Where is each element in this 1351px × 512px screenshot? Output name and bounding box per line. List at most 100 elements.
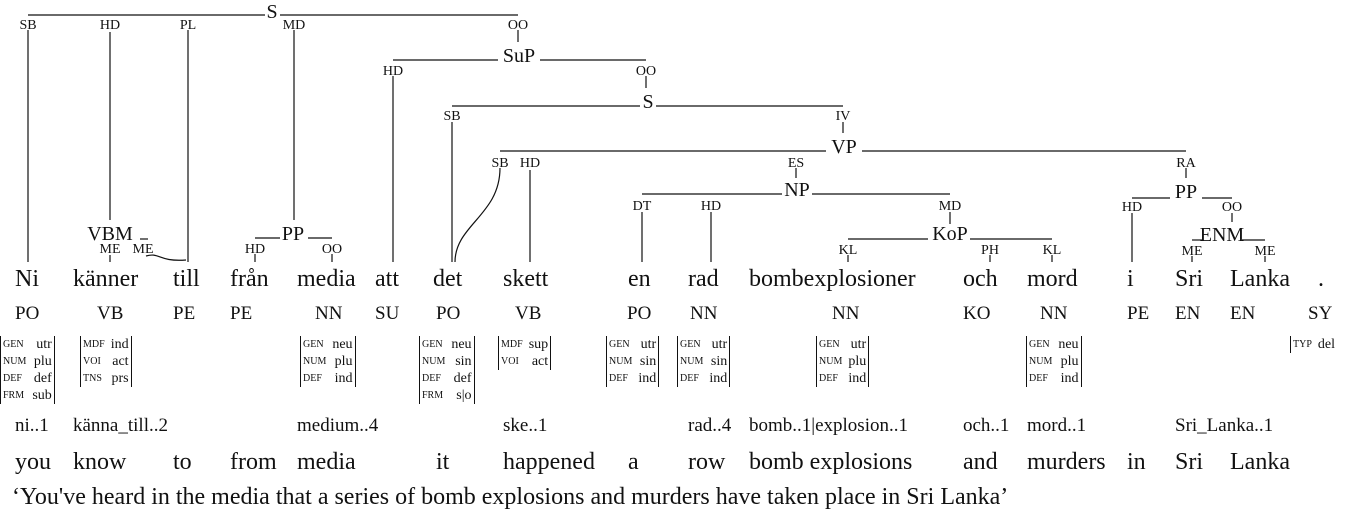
edge-label: PH bbox=[981, 243, 999, 258]
edge-label: SB bbox=[443, 109, 460, 124]
pos-tag: NN bbox=[832, 303, 860, 324]
pos-tag: VB bbox=[97, 303, 124, 324]
edge-label: KL bbox=[839, 243, 858, 258]
node-pp-ra: PP bbox=[1175, 181, 1197, 203]
edge-label: HD bbox=[383, 64, 403, 79]
edge-label: MD bbox=[939, 199, 962, 214]
edge-label: ES bbox=[788, 156, 804, 171]
gloss: from bbox=[230, 449, 277, 475]
token-word: rad bbox=[688, 266, 719, 292]
node-vp: VP bbox=[831, 136, 857, 158]
pos-tag: NN bbox=[690, 303, 718, 324]
edge-label: OO bbox=[636, 64, 656, 79]
gloss: happened bbox=[503, 449, 595, 475]
node-s-root: S bbox=[266, 1, 277, 23]
lemma: Sri_Lanka..1 bbox=[1175, 415, 1274, 436]
lemma: medium..4 bbox=[297, 415, 379, 436]
pos-tag: PO bbox=[436, 303, 461, 324]
pos-tag: PE bbox=[173, 303, 196, 324]
token-word: media bbox=[297, 266, 356, 292]
edge-label: KL bbox=[1043, 243, 1062, 258]
edge-label: IV bbox=[836, 109, 851, 124]
lemma: och..1 bbox=[963, 415, 1010, 436]
gloss: it bbox=[436, 449, 450, 475]
edge-label: HD bbox=[1122, 200, 1142, 215]
gloss: murders bbox=[1027, 449, 1106, 475]
syntax-tree: S SuP S VP NP PP KoP ENM VBM PP SB HD PL… bbox=[19, 1, 1276, 262]
node-sup: SuP bbox=[503, 45, 535, 67]
node-enm: ENM bbox=[1200, 224, 1245, 246]
token-word: i bbox=[1127, 266, 1134, 292]
lemma: rad..4 bbox=[688, 415, 732, 436]
pos-tag: KO bbox=[963, 303, 991, 324]
pos-tag: PO bbox=[627, 303, 652, 324]
token-word: skett bbox=[503, 266, 549, 292]
pos-tag: NN bbox=[315, 303, 343, 324]
token-word: att bbox=[375, 266, 399, 292]
token-word: till bbox=[173, 266, 200, 292]
edge-label: HD bbox=[701, 199, 721, 214]
token-word: Sri bbox=[1175, 266, 1204, 292]
pos-tag: PE bbox=[1127, 303, 1150, 324]
token-word: från bbox=[230, 266, 269, 292]
gloss: Sri bbox=[1175, 449, 1204, 475]
edge-label: ME bbox=[1182, 244, 1203, 259]
token-word: Ni bbox=[15, 266, 39, 292]
edge-label: HD bbox=[100, 18, 120, 33]
pos-tag: SY bbox=[1308, 303, 1333, 324]
gloss: Lanka bbox=[1230, 449, 1290, 475]
node-np: NP bbox=[784, 179, 810, 201]
edge-label: OO bbox=[508, 18, 528, 33]
gloss: know bbox=[73, 449, 127, 475]
token-word: känner bbox=[73, 266, 139, 292]
token-word: och bbox=[963, 266, 998, 292]
edge-label: SB bbox=[19, 18, 36, 33]
token-word: bombexplosioner bbox=[749, 266, 916, 292]
edge-label: HD bbox=[520, 156, 540, 171]
gloss: in bbox=[1127, 449, 1146, 475]
edge-label: OO bbox=[1222, 200, 1242, 215]
token-word: Lanka bbox=[1230, 266, 1290, 292]
gloss: to bbox=[173, 449, 192, 475]
gloss: media bbox=[297, 449, 356, 475]
gloss: bomb explosions bbox=[749, 449, 913, 475]
pos-tag: PO bbox=[15, 303, 40, 324]
lemma: känna_till..2 bbox=[73, 415, 168, 436]
edge-label: DT bbox=[633, 199, 652, 214]
token-word: . bbox=[1318, 266, 1324, 292]
node-s-embedded: S bbox=[642, 91, 653, 113]
gloss: row bbox=[688, 449, 726, 475]
free-translation: ‘You've heard in the media that a series… bbox=[12, 484, 1009, 510]
pos-tag: VB bbox=[515, 303, 542, 324]
lemma: mord..1 bbox=[1027, 415, 1087, 436]
edge-label: HD bbox=[245, 242, 265, 257]
pos-tag: SU bbox=[375, 303, 400, 324]
edge-label: SB bbox=[491, 156, 508, 171]
edge-label: OO bbox=[322, 242, 342, 257]
edge-label: PL bbox=[180, 18, 196, 33]
lemma: ske..1 bbox=[503, 415, 548, 436]
node-kop: KoP bbox=[932, 223, 968, 245]
pos-tag: EN bbox=[1230, 303, 1256, 324]
edge-label: ME bbox=[133, 242, 154, 257]
edge-label: RA bbox=[1176, 156, 1196, 171]
lemma: ni..1 bbox=[15, 415, 49, 436]
pos-tag: EN bbox=[1175, 303, 1201, 324]
node-vbm: VBM bbox=[87, 223, 133, 245]
node-pp-md: PP bbox=[282, 223, 304, 245]
token-word: det bbox=[433, 266, 463, 292]
gloss: you bbox=[15, 449, 51, 475]
lemma: bomb..1|explosion..1 bbox=[749, 415, 908, 436]
gloss: and bbox=[963, 449, 998, 475]
gloss: a bbox=[628, 449, 639, 475]
edge-label: ME bbox=[1255, 244, 1276, 259]
